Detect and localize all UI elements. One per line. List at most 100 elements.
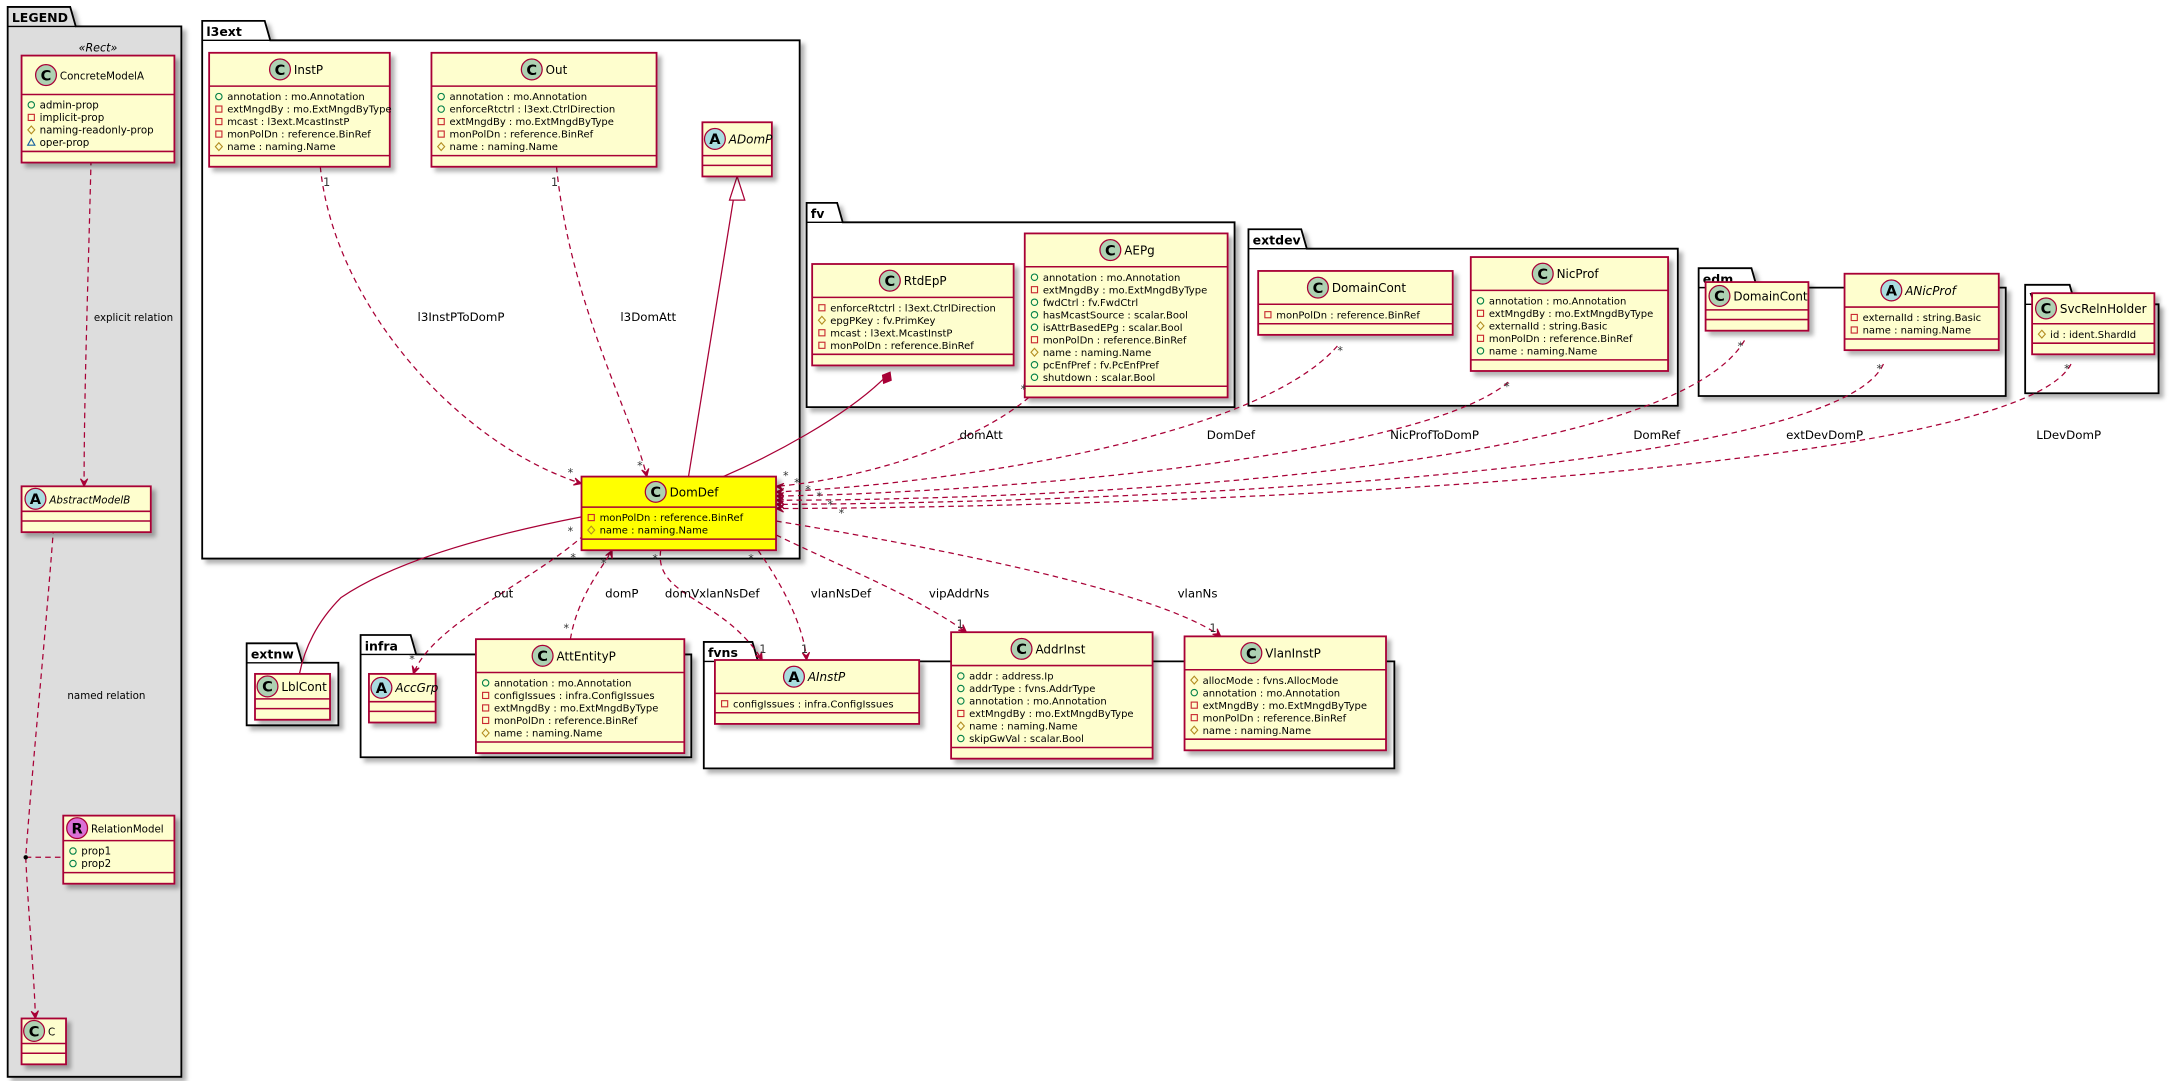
class-member: monPolDn : reference.BinRef — [1043, 335, 1187, 346]
abstract-type-icon: A — [24, 487, 47, 510]
private-visibility-icon — [437, 117, 445, 126]
target-multiplicity: * — [637, 460, 643, 473]
class-member: name : naming.Name — [1863, 326, 1971, 337]
class-name: DomainCont — [1733, 289, 1808, 303]
relation-named_c[interactable] — [25, 857, 39, 1020]
public-visibility-icon — [957, 684, 965, 693]
source-multiplicity: * — [568, 525, 574, 538]
protected-visibility-icon — [436, 141, 446, 152]
class-member: annotation : mo.Annotation — [1043, 273, 1181, 284]
private-visibility-icon — [1190, 701, 1198, 709]
relation-domP[interactable] — [569, 549, 613, 640]
svg-text:C: C — [526, 62, 537, 79]
relation-label: domVxlanNsDef — [665, 586, 761, 600]
class-type-icon: C — [1099, 239, 1122, 262]
relation-rtdepp[interactable] — [722, 371, 892, 478]
class-member: isAttrBasedEPg : scalar.Bool — [1043, 323, 1183, 334]
relation-domAtt[interactable] — [774, 396, 1030, 492]
relation-vlanNs[interactable] — [775, 520, 1222, 638]
target-multiplicity: * — [601, 557, 607, 570]
class-type-icon: C — [644, 480, 667, 503]
relation-out[interactable] — [411, 534, 585, 676]
class-member: annotation : mo.Annotation — [494, 679, 632, 690]
relation-label: l3InstPToDomP — [418, 310, 505, 324]
relation-l3DomAtt[interactable] — [555, 166, 650, 478]
svg-text:A: A — [30, 491, 42, 508]
relation-label: extDevDomP — [1786, 428, 1863, 442]
target-multiplicity: * — [827, 499, 833, 512]
source-multiplicity: * — [1876, 362, 1882, 375]
private-visibility-icon — [818, 341, 826, 349]
source-multiplicity: 1 — [323, 176, 330, 189]
relation-explicit[interactable] — [79, 159, 92, 488]
package-label: l3ext — [206, 24, 242, 39]
class-type-icon: C — [23, 1019, 46, 1043]
private-visibility-icon — [1264, 311, 1272, 319]
private-visibility-icon — [587, 513, 595, 522]
class-member: epgPKey : fv.PrimKey — [830, 316, 935, 327]
public-visibility-icon — [1030, 310, 1039, 319]
class-member: enforceRtctrl : l3ext.CtrlDirection — [830, 303, 996, 314]
abstract-type-icon: A — [703, 127, 726, 150]
private-visibility-icon — [215, 117, 223, 126]
class-member: annotation : mo.Annotation — [1489, 296, 1627, 307]
relation-domVxlanNsDef[interactable] — [659, 550, 763, 662]
private-visibility-icon — [1476, 334, 1485, 342]
public-visibility-icon — [957, 734, 965, 743]
relation-named[interactable] — [25, 527, 55, 858]
class-name: Out — [546, 63, 568, 77]
class-name: SvcRelnHolder — [2060, 302, 2147, 316]
protected-visibility-icon — [817, 315, 827, 325]
class-name: DomainCont — [1332, 281, 1407, 295]
class-name: AccGrp — [394, 681, 438, 695]
class-type-icon: C — [1240, 642, 1263, 665]
relation-vlanNsDef[interactable] — [757, 549, 811, 662]
class-member: extMngdBy : mo.ExtMngdByType — [1489, 309, 1653, 320]
class-member: name : naming.Name — [969, 722, 1077, 733]
class-member: name : naming.Name — [600, 526, 708, 537]
class-member: pcEnfPref : fv.PcEnfPref — [1043, 360, 1160, 371]
private-visibility-icon — [437, 130, 445, 138]
class-member: admin-prop — [40, 100, 99, 112]
public-visibility-icon — [1476, 297, 1485, 305]
relation-adomp[interactable] — [687, 174, 746, 477]
private-visibility-icon — [215, 105, 223, 113]
class-name: LblCont — [281, 680, 327, 694]
class-member: mcast : l3ext.McastInstP — [830, 328, 952, 339]
svg-text:A: A — [1886, 283, 1898, 300]
class-member: name : naming.Name — [450, 142, 558, 153]
relation-l3InstPToDomP[interactable] — [319, 166, 583, 486]
svg-text:C: C — [650, 484, 661, 501]
relation-label: domP — [605, 586, 638, 600]
class-type-icon: C — [531, 644, 554, 667]
relation-vipAddrNs[interactable] — [775, 534, 968, 634]
target-multiplicity: 1 — [1210, 622, 1217, 635]
source-multiplicity: * — [1738, 340, 1744, 353]
relation-LDevDomP[interactable] — [774, 363, 2072, 513]
class-member: extMngdBy : mo.ExtMngdByType — [969, 709, 1133, 720]
class-name: ANicProf — [1904, 284, 1957, 298]
package-label: extnw — [251, 647, 294, 662]
public-visibility-icon — [437, 92, 445, 101]
